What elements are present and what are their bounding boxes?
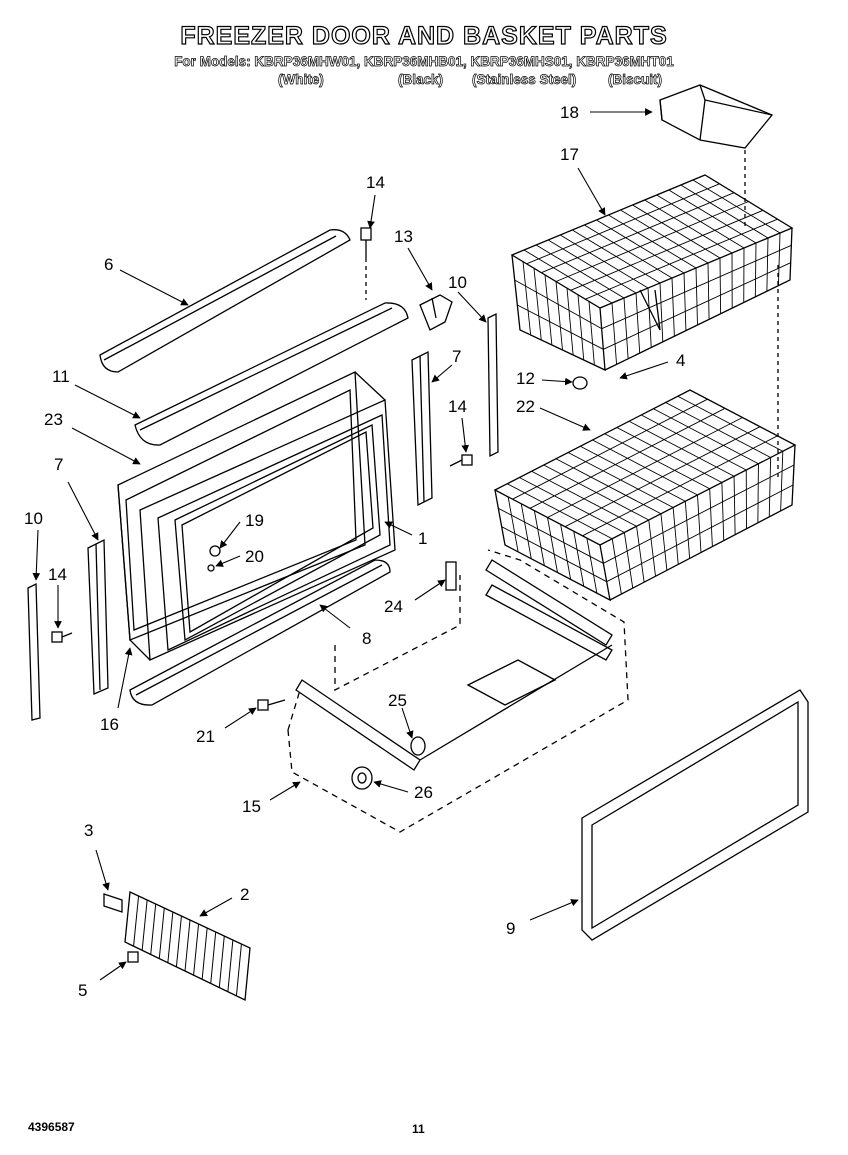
callout-11: 11 xyxy=(52,367,70,386)
callout-3: 3 xyxy=(84,821,93,840)
callout-17: 17 xyxy=(560,145,579,164)
callout-2: 2 xyxy=(240,885,249,904)
part-10-left-strip xyxy=(27,582,41,721)
part-7-right-side-trim xyxy=(411,350,433,507)
part-17-upper-basket xyxy=(510,174,794,372)
callout-10: 10 xyxy=(448,273,467,292)
callout-14: 14 xyxy=(366,173,385,192)
callout-6: 6 xyxy=(104,255,113,274)
part-12-nut xyxy=(572,376,588,390)
part-26-wheel xyxy=(351,766,373,790)
part-24-bracket xyxy=(445,561,457,591)
callout-13: 13 xyxy=(394,227,413,246)
models-line: For Models: KBRP36MHW01, KBRP36MHB01, KB… xyxy=(174,54,674,70)
callout-21: 21 xyxy=(196,727,215,746)
page-number: 11 xyxy=(412,1122,425,1136)
callout-20: 20 xyxy=(245,547,264,566)
leader-lines xyxy=(32,108,669,981)
callout-10: 10 xyxy=(24,509,43,528)
finish-stainless: (Stainless Steel) xyxy=(472,72,577,88)
callout-23: 23 xyxy=(44,410,63,429)
callout-1: 1 xyxy=(418,529,427,548)
door-panel xyxy=(117,370,396,661)
callout-14: 14 xyxy=(48,565,67,584)
part-9-gasket xyxy=(581,689,809,941)
part-18-bin xyxy=(659,84,774,149)
callout-24: 24 xyxy=(384,597,403,616)
callout-12: 12 xyxy=(516,369,535,388)
callout-7: 7 xyxy=(54,455,63,474)
callout-8: 8 xyxy=(362,629,371,648)
finish-black: (Black) xyxy=(398,72,444,88)
callout-15: 15 xyxy=(242,797,261,816)
callout-25: 25 xyxy=(388,691,407,710)
part-10-right-strip xyxy=(487,312,499,458)
part-6-top-trim xyxy=(99,229,351,373)
part-number: 4396587 xyxy=(28,1120,75,1134)
part-14-screw-top xyxy=(360,227,372,258)
callout-22: 22 xyxy=(516,397,535,416)
part-13-clip xyxy=(419,294,453,331)
callout-16: 16 xyxy=(100,715,119,734)
part-14-screw-left xyxy=(51,631,73,643)
callout-19: 19 xyxy=(245,511,264,530)
callout-14: 14 xyxy=(448,397,467,416)
part-7-left-side-trim xyxy=(87,538,109,695)
part-21-screw xyxy=(257,699,286,711)
part-3-bracket xyxy=(103,893,123,913)
part-25-roller xyxy=(410,736,426,756)
callout-labels: 18 17 14 13 10 6 7 4 11 12 14 22 23 7 19… xyxy=(24,103,685,1000)
callout-9: 9 xyxy=(506,919,515,938)
finish-biscuit: (Biscuit) xyxy=(608,72,663,88)
callout-26: 26 xyxy=(414,783,433,802)
callout-4: 4 xyxy=(676,351,685,370)
part-19-20-fasteners xyxy=(207,545,221,572)
part-5-screw xyxy=(127,951,139,963)
finish-white: (White) xyxy=(278,72,324,88)
callout-18: 18 xyxy=(560,103,579,122)
part-2-grille xyxy=(124,891,251,1001)
diagram-title: FREEZER DOOR AND BASKET PARTS xyxy=(180,21,668,50)
callout-5: 5 xyxy=(78,981,87,1000)
part-8-bottom-trim xyxy=(129,559,391,706)
callout-7: 7 xyxy=(452,347,461,366)
part-15-rail-assembly xyxy=(287,549,629,833)
part-11-handle-trim xyxy=(134,302,409,446)
part-22-lower-basket xyxy=(493,389,797,602)
part-14-screw-right xyxy=(449,454,473,467)
